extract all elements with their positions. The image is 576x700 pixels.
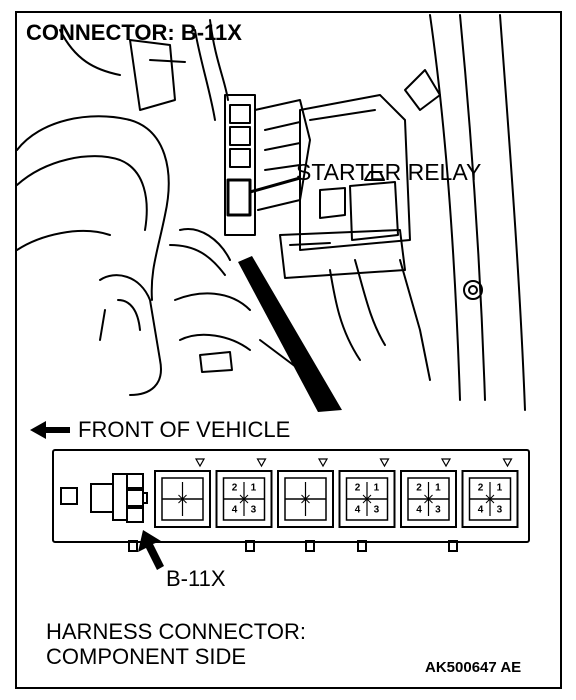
pin-number: 2	[355, 483, 361, 494]
starter-relay-part	[226, 178, 252, 217]
relay-slot: 2 1 4 3	[400, 458, 457, 528]
pin-number: 4	[416, 504, 422, 515]
b11x-connector-body	[90, 483, 114, 513]
slot-marker-icon	[317, 458, 329, 468]
pin-number: 3	[497, 504, 503, 515]
slot-outline	[338, 470, 396, 528]
pin-number: 2	[232, 483, 238, 494]
relay-slot	[277, 458, 334, 528]
pin-number: 1	[497, 483, 503, 494]
relay-slot	[154, 458, 211, 528]
harness-connector-label: HARNESS CONNECTOR:	[46, 619, 306, 644]
figure-code: AK500647 AE	[425, 659, 522, 676]
pin-number: 1	[374, 483, 380, 494]
pin-number: 4	[355, 504, 361, 515]
slot-outline	[154, 470, 211, 528]
pin-number: 1	[435, 483, 441, 494]
slot-outline	[400, 470, 457, 528]
pin-number: 2	[478, 483, 484, 494]
pin-number: 1	[251, 483, 257, 494]
slot-marker-icon	[194, 458, 206, 468]
front-arrow-icon	[30, 421, 70, 439]
b11x-arrow-icon	[138, 530, 164, 570]
relay-slot: 2 1 4 3	[461, 458, 519, 528]
fuse-box	[224, 94, 256, 236]
connector-id-label: B-11X	[166, 566, 226, 591]
left-hose	[16, 115, 170, 301]
slot-marker-icon	[379, 458, 390, 468]
relay-slot: 2 1 4 3	[338, 458, 396, 528]
body-strut	[429, 14, 461, 401]
slot-marker-icon	[256, 458, 267, 468]
small-square	[60, 487, 78, 505]
b11x-connector-cap	[112, 473, 128, 521]
pin-number: 2	[416, 483, 422, 494]
slot-marker-icon	[440, 458, 452, 468]
slot-outline	[215, 470, 273, 528]
slot-outline	[461, 470, 519, 528]
slot-outline	[277, 470, 334, 528]
relay-slot: 2 1 4 3	[215, 458, 273, 528]
pin-number: 4	[232, 504, 238, 515]
pointer-wedge	[238, 256, 342, 412]
starter-relay-label: STARTER RELAY	[296, 159, 482, 185]
pin-number: 3	[435, 504, 441, 515]
relay-box	[299, 94, 411, 251]
pin-number: 3	[251, 504, 257, 515]
pin-number: 3	[374, 504, 380, 515]
front-of-vehicle-label: FRONT OF VEHICLE	[78, 417, 291, 442]
pin-number: 4	[478, 504, 484, 515]
component-side-label: COMPONENT SIDE	[46, 644, 247, 669]
diagram-title: CONNECTOR: B-11X	[26, 20, 242, 45]
starter-relay-leader	[249, 176, 301, 194]
slot-marker-icon	[502, 458, 513, 468]
relay-block-outline	[52, 449, 530, 543]
